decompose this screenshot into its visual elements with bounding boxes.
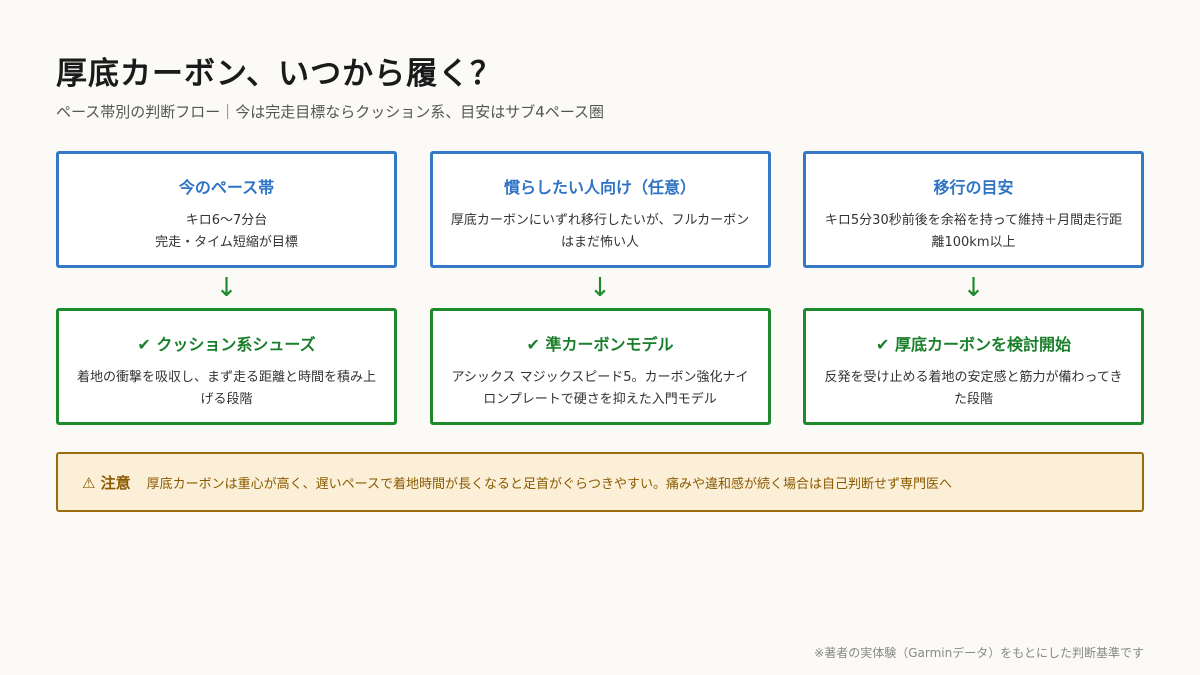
card-title: ✔ クッション系シューズ (137, 335, 316, 354)
card-title: 慣らしたい人向け（任意） (503, 178, 696, 197)
page-title: 厚底カーボン、いつから履く？ (56, 56, 503, 92)
recommendation-card-carbon: ✔ 厚底カーボンを検討開始 反発を受け止める着地の安定感と筋力が備わってきた段階 (803, 308, 1144, 425)
card-body: アシックス マジックスピード5。カーボン強化ナイロンプレートで硬さを抑えた入門モ… (451, 370, 749, 407)
stage-card-current-pace: 今のペース帯 キロ6〜7分台 完走・タイム短縮が目標 (56, 151, 397, 268)
warning-icon: ⚠ 注意 (82, 473, 131, 492)
card-body: キロ6〜7分台 完走・タイム短縮が目標 (155, 213, 298, 250)
recommendation-card-cushion: ✔ クッション系シューズ 着地の衝撃を吸収し、まず走る距離と時間を積み上げる段階 (56, 308, 397, 425)
page-subtitle: ペース帯別の判断フロー｜今は完走目標ならクッション系、目安はサブ4ペース圏 (56, 103, 605, 121)
card-title: 今のペース帯 (178, 178, 275, 197)
card-title: ✔ 準カーボンモデル (526, 335, 674, 354)
card-body: 着地の衝撃を吸収し、まず走る距離と時間を積み上げる段階 (76, 370, 376, 407)
caution-notice: ⚠ 注意 厚底カーボンは重心が高く、遅いペースで着地時間が長くなると足首がぐらつ… (56, 452, 1144, 512)
recommendation-card-semi-carbon: ✔ 準カーボンモデル アシックス マジックスピード5。カーボン強化ナイロンプレー… (429, 308, 771, 425)
recommendation-row: ✔ クッション系シューズ 着地の衝撃を吸収し、まず走る距離と時間を積み上げる段階… (56, 308, 1144, 425)
card-title: ✔ 厚底カーボンを検討開始 (876, 335, 1071, 354)
stage-row: 今のペース帯 キロ6〜7分台 完走・タイム短縮が目標 慣らしたい人向け（任意） … (56, 151, 1144, 268)
arrow-row: ↓ ↓ ↓ (56, 268, 1144, 308)
down-arrow-icon: ↓ (589, 273, 611, 303)
card-body: 反発を受け止める着地の安定感と筋力が備わってきた段階 (824, 370, 1123, 407)
stage-card-break-in: 慣らしたい人向け（任意） 厚底カーボンにいずれ移行したいが、フルカーボンはまだ怖… (429, 151, 771, 268)
card-body: 厚底カーボンにいずれ移行したいが、フルカーボンはまだ怖い人 (450, 213, 750, 250)
notice-text: 厚底カーボンは重心が高く、遅いペースで着地時間が長くなると足首がぐらつきやすい。… (146, 476, 953, 492)
down-arrow-icon: ↓ (215, 273, 238, 303)
stage-card-transition-guide: 移行の目安 キロ5分30秒前後を余裕を持って維持＋月間走行距離100km以上 (803, 151, 1144, 268)
footnote: ※著者の実体験（Garminデータ）をもとにした判断基準です (814, 646, 1144, 660)
down-arrow-icon: ↓ (962, 273, 985, 303)
card-body: キロ5分30秒前後を余裕を持って維持＋月間走行距離100km以上 (824, 213, 1123, 250)
card-title: 移行の目安 (933, 178, 1014, 197)
